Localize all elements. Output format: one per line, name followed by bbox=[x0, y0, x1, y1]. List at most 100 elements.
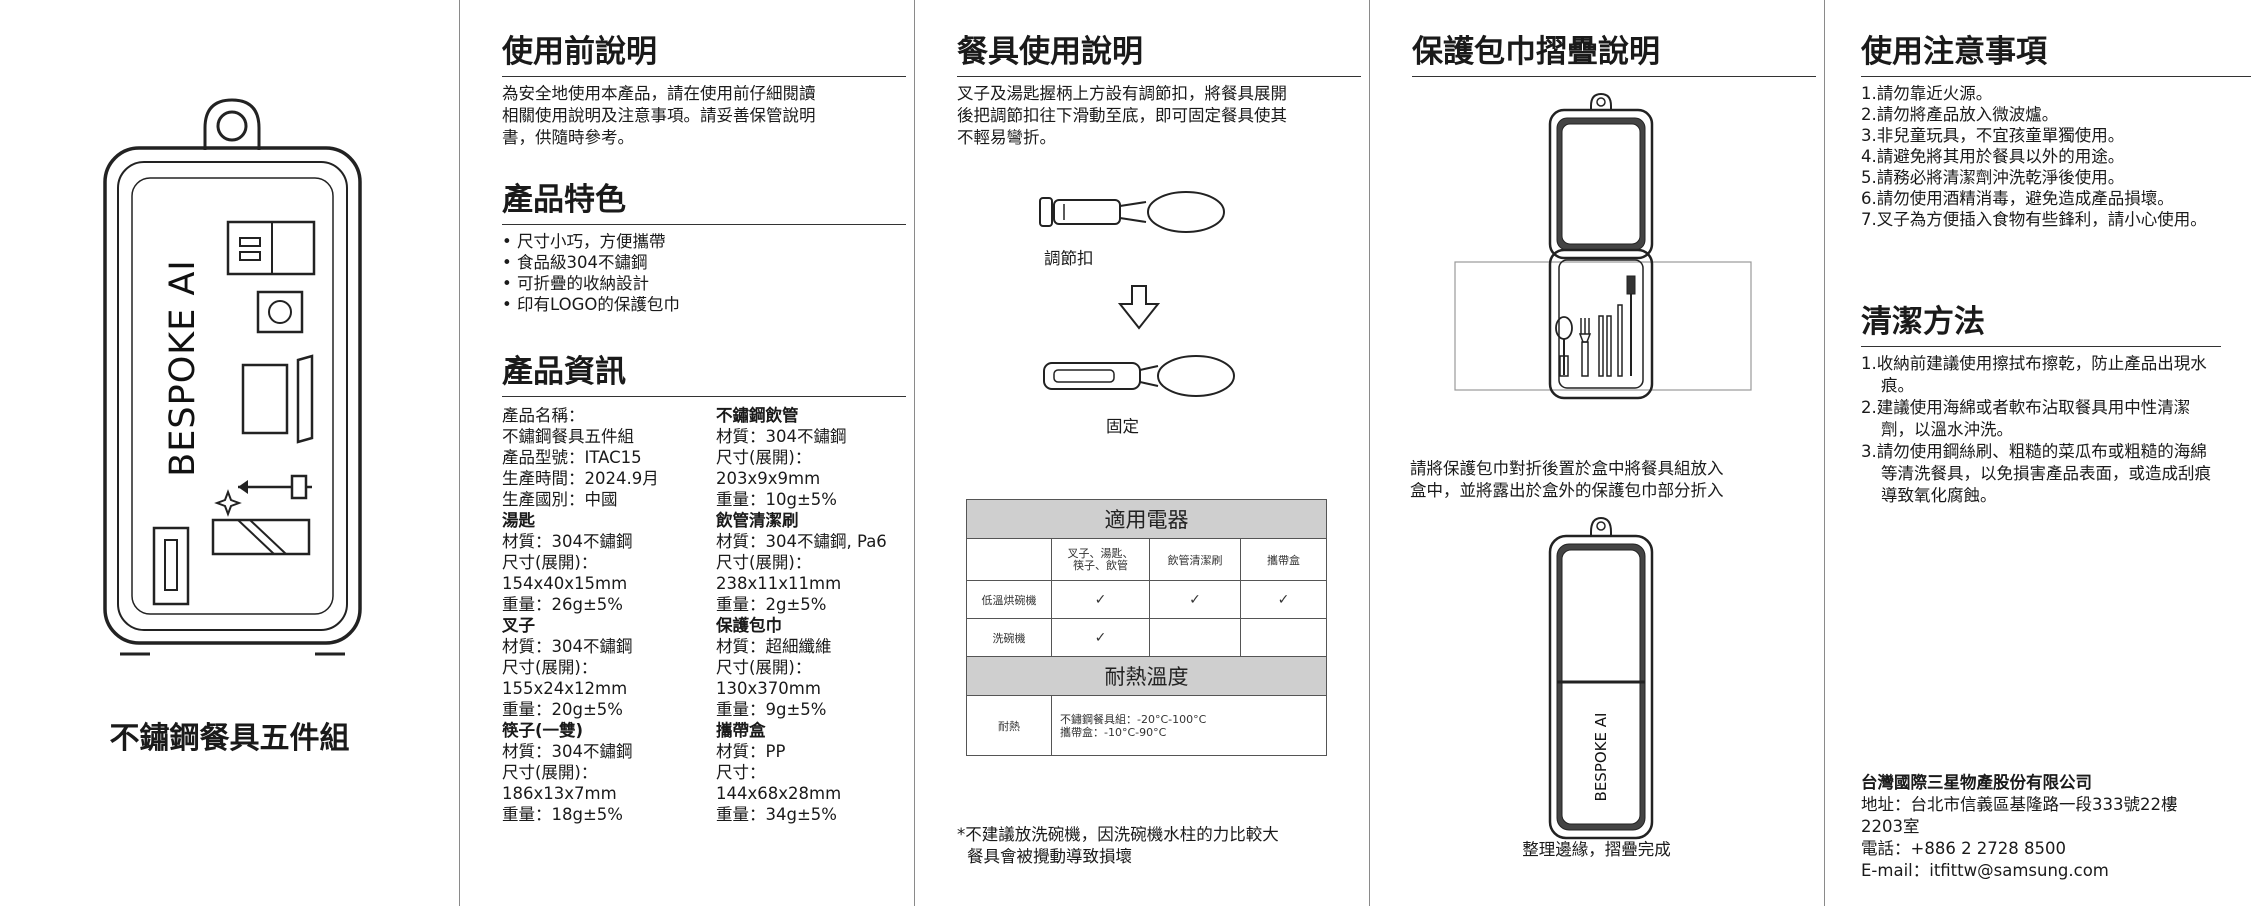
spec-line: 材質：304不鏽鋼 bbox=[716, 427, 847, 446]
spec-line: 尺寸(展開)： bbox=[716, 553, 812, 572]
cleaning-list: 1.收納前建議使用擦拭布擦乾，防止產品出現水痕。 2.建議使用海綿或者軟布沾取餐… bbox=[1861, 353, 2221, 507]
utensil-line: 後把調節扣往下滑動至底，即可固定餐具使其 bbox=[957, 106, 1287, 125]
caution-item: 3.非兒童玩具，不宜孩童單獨使用。 bbox=[1861, 126, 2125, 145]
table-col-header: 攜帶盒 bbox=[1240, 538, 1327, 581]
utensil-title: 餐具使用說明 bbox=[957, 32, 1361, 77]
care-panel: 使用注意事項 1.請勿靠近火源。 2.請勿將產品放入微波爐。 3.非兒童玩具，不… bbox=[1824, 0, 2259, 906]
table-cell: ✓ bbox=[1051, 580, 1150, 619]
spec-item-name: 湯匙 bbox=[502, 511, 535, 530]
spec-line: 154x40x15mm bbox=[502, 574, 628, 593]
spec-line: 238x11x11mm bbox=[716, 574, 842, 593]
spec-line: 重量：20g±5% bbox=[502, 700, 623, 719]
spec-line: 尺寸(展開)： bbox=[502, 763, 598, 782]
table-col-header: 叉子、湯匙、 筷子、飲管 bbox=[1051, 538, 1150, 581]
table-row-label: 洗碗機 bbox=[966, 618, 1052, 657]
spec-line: 材質：PP bbox=[716, 742, 786, 761]
table-row: 洗碗機 ✓ bbox=[966, 618, 1327, 657]
heat-values: 不鏽鋼餐具組：-20°C-100°C 攜帶盒：-10°C-90°C bbox=[1051, 695, 1327, 756]
col-header-line: 筷子、飲管 bbox=[1073, 558, 1128, 572]
cleaning-item: 2.建議使用海綿或者軟布沾取餐具用中性清潔劑，以溫水沖洗。 bbox=[1861, 398, 2191, 439]
table-cell: ✓ bbox=[1149, 580, 1241, 619]
spec-line: 產品名稱： bbox=[502, 406, 585, 425]
cautions-list: 1.請勿靠近火源。 2.請勿將產品放入微波爐。 3.非兒童玩具，不宜孩童單獨使用… bbox=[1861, 83, 2251, 230]
fold-section: 保護包巾摺疊說明 bbox=[1412, 32, 1816, 77]
features-list: 尺寸小巧，方便攜帶 食品級304不鏽鋼 可折疊的收納設計 印有LOGO的保護包巾 bbox=[502, 231, 906, 315]
caution-item: 2.請勿將產品放入微波爐。 bbox=[1861, 105, 2059, 124]
fold-brand-logo: BESPOKE AI bbox=[1592, 712, 1610, 802]
fold-open-illustration bbox=[1454, 92, 1752, 400]
prep-line: 為安全地使用本產品，請在使用前仔細閱讀 bbox=[502, 84, 816, 103]
appliance-table: 適用電器 叉子、湯匙、 筷子、飲管 飲管清潔刷 攜帶盒 低溫烘碗機 ✓ ✓ ✓ bbox=[966, 499, 1327, 756]
spec-line: 材質：304不鏽鋼 bbox=[502, 532, 633, 551]
cleaning-section: 清潔方法 1.收納前建議使用擦拭布擦乾，防止產品出現水痕。 2.建議使用海綿或者… bbox=[1861, 302, 2221, 507]
fold-text: 請將保護包巾對折後置於盒中將餐具組放入 盒中，並將露出於盒外的保護包巾部分折入 bbox=[1410, 458, 1814, 502]
appliance-table-title: 適用電器 bbox=[966, 499, 1327, 539]
utensil-text: 叉子及湯匙握柄上方設有調節扣，將餐具展開 後把調節扣往下滑動至底，即可固定餐具使… bbox=[957, 83, 1361, 149]
specs-section: 產品資訊 bbox=[502, 352, 906, 397]
table-cell: ✓ bbox=[1240, 580, 1327, 619]
spec-line: 重量：26g±5% bbox=[502, 595, 623, 614]
company-info: 台灣國際三星物產股份有限公司 地址：台北市信義區基隆路一段333號22樓 220… bbox=[1861, 772, 2251, 882]
note-line: *不建議放洗碗機，因洗碗機水柱的力比較大 bbox=[957, 825, 1279, 844]
utensil-panel: 餐具使用說明 叉子及湯匙握柄上方設有調節扣，將餐具展開 後把調節扣往下滑動至底，… bbox=[914, 0, 1369, 906]
feature-item: 尺寸小巧，方便攜帶 bbox=[502, 231, 906, 252]
case-illustration bbox=[103, 98, 362, 656]
caution-item: 7.叉子為方便插入食物有些鋒利，請小心使用。 bbox=[1861, 210, 2207, 229]
company-email: E-mail：itfittw@samsung.com bbox=[1861, 861, 2109, 880]
spec-item-name: 筷子(一雙) bbox=[502, 721, 584, 740]
prep-text: 為安全地使用本產品，請在使用前仔細閱讀 相關使用說明及注意事項。請妥善保管說明 … bbox=[502, 83, 906, 149]
features-title: 產品特色 bbox=[502, 180, 906, 225]
table-cell: ✓ bbox=[1051, 618, 1150, 657]
buckle-label: 調節扣 bbox=[1044, 249, 1094, 268]
cleaning-item: 3.請勿使用鋼絲刷、粗糙的菜瓜布或粗糙的海綿等清洗餐具，以免損害產品表面，或造成… bbox=[1861, 442, 2211, 505]
spec-item-name: 叉子 bbox=[502, 616, 535, 635]
table-cell bbox=[1149, 618, 1241, 657]
arrow-down-icon bbox=[1117, 285, 1161, 330]
fold-title: 保護包巾摺疊說明 bbox=[1412, 32, 1816, 77]
prep-title: 使用前說明 bbox=[502, 32, 906, 77]
panel-divider bbox=[1369, 0, 1370, 906]
table-col-header: 飲管清潔刷 bbox=[1149, 538, 1241, 581]
fixed-label: 固定 bbox=[1106, 417, 1139, 436]
fold-panel: 保護包巾摺疊說明 bbox=[1369, 0, 1824, 906]
table-row: 低溫烘碗機 ✓ ✓ ✓ bbox=[966, 580, 1327, 619]
spec-line: 產品型號：ITAC15 bbox=[502, 448, 642, 467]
spec-line: 生產國別：中國 bbox=[502, 490, 618, 509]
table-row-label: 低溫烘碗機 bbox=[966, 580, 1052, 619]
col-header-line: 叉子、湯匙、 bbox=[1067, 546, 1134, 560]
heat-table-title: 耐熱溫度 bbox=[966, 656, 1327, 696]
utensil-line: 不輕易彎折。 bbox=[957, 128, 1056, 147]
table-row: 耐熱 不鏽鋼餐具組：-20°C-100°C 攜帶盒：-10°C-90°C bbox=[966, 695, 1327, 756]
heat-line: 攜帶盒：-10°C-90°C bbox=[1060, 725, 1167, 739]
spec-line: 尺寸(展開)： bbox=[716, 448, 812, 467]
note-line: 餐具會被攪動導致損壞 bbox=[967, 847, 1132, 866]
fold-line: 盒中，並將露出於盒外的保護包巾部分折入 bbox=[1410, 481, 1724, 500]
table-row-label: 耐熱 bbox=[966, 695, 1052, 756]
heat-line: 不鏽鋼餐具組：-20°C-100°C bbox=[1060, 712, 1207, 726]
spec-line: 203x9x9mm bbox=[716, 469, 821, 488]
spec-line: 尺寸(展開)： bbox=[502, 553, 598, 572]
features-section: 產品特色 尺寸小巧，方便攜帶 食品級304不鏽鋼 可折疊的收納設計 印有LOGO… bbox=[502, 180, 906, 315]
prep-line: 書，供隨時參考。 bbox=[502, 128, 634, 147]
utensil-section: 餐具使用說明 叉子及湯匙握柄上方設有調節扣，將餐具展開 後把調節扣往下滑動至底，… bbox=[957, 32, 1361, 149]
spec-line: 重量：18g±5% bbox=[502, 805, 623, 824]
spec-line: 130x370mm bbox=[716, 679, 821, 698]
prep-line: 相關使用說明及注意事項。請妥善保管說明 bbox=[502, 106, 816, 125]
prep-section: 使用前說明 為安全地使用本產品，請在使用前仔細閱讀 相關使用說明及注意事項。請妥… bbox=[502, 32, 906, 149]
cautions-section: 使用注意事項 1.請勿靠近火源。 2.請勿將產品放入微波爐。 3.非兒童玩具，不… bbox=[1861, 32, 2251, 230]
appliance-table-wrap: 適用電器 叉子、湯匙、 筷子、飲管 飲管清潔刷 攜帶盒 低溫烘碗機 ✓ ✓ ✓ bbox=[966, 499, 1327, 756]
spec-line: 重量：2g±5% bbox=[716, 595, 827, 614]
spec-line: 材質：超細纖維 bbox=[716, 637, 832, 656]
spec-item-name: 攜帶盒 bbox=[716, 721, 766, 740]
spec-line: 尺寸： bbox=[716, 763, 766, 782]
company-address: 地址：台北市信義區基隆路一段333號22樓 bbox=[1861, 795, 2178, 814]
utensil-line: 叉子及湯匙握柄上方設有調節扣，將餐具展開 bbox=[957, 84, 1287, 103]
info-panel: 使用前說明 為安全地使用本產品，請在使用前仔細閱讀 相關使用說明及注意事項。請妥… bbox=[459, 0, 914, 906]
